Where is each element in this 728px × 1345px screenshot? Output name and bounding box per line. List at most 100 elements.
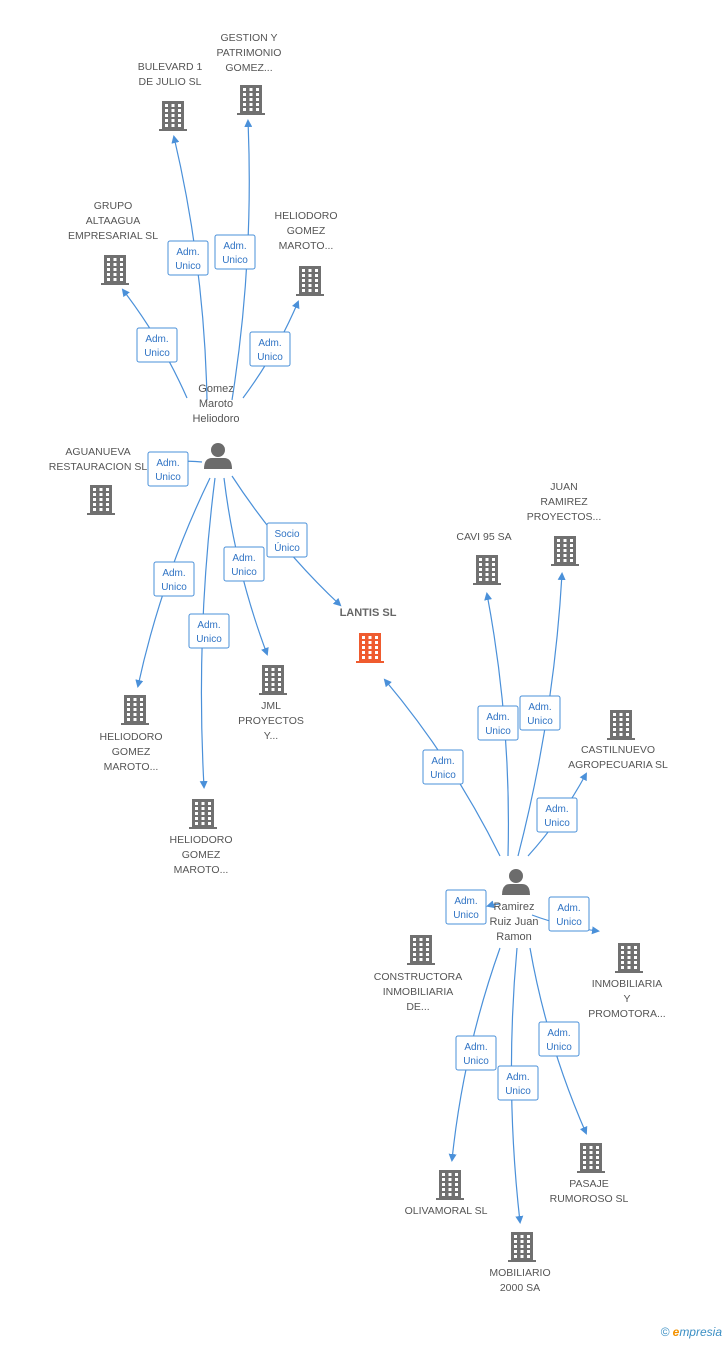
building-base (473, 583, 501, 585)
relation-label-box (422, 749, 464, 785)
building-icon[interactable] (436, 1170, 464, 1200)
building-window (208, 812, 211, 815)
building-icon[interactable] (508, 1232, 536, 1262)
footer-brand[interactable]: ©empresia (661, 1325, 722, 1339)
building-window (479, 558, 482, 561)
building-window (527, 1250, 530, 1253)
relation-label-line: Adm. (454, 896, 477, 907)
relation-label-p2-lantis[interactable]: Adm.Unico (422, 749, 464, 785)
company-node-olivamoral[interactable]: OLIVAMORAL SL (405, 1170, 488, 1217)
building-window (171, 109, 175, 112)
relation-label-p2-pasaje[interactable]: Adm.Unico (538, 1021, 580, 1057)
building-icon[interactable] (101, 255, 129, 285)
relation-label-p1-heliodoro3[interactable]: Adm. Unico (188, 613, 230, 649)
building-window (583, 1151, 586, 1154)
building-icon[interactable] (121, 695, 149, 725)
building-icon[interactable] (259, 665, 287, 695)
building-window (596, 1146, 599, 1149)
building-window (520, 1255, 524, 1258)
building-icon[interactable] (296, 266, 324, 296)
person-icon[interactable] (502, 869, 530, 895)
relation-label-text: Adm.Unico (155, 458, 181, 483)
brand-logo-text: mpresia (679, 1325, 722, 1339)
building-window (315, 284, 318, 287)
building-window (448, 1193, 452, 1196)
company-name-line: GESTION Y (221, 32, 278, 44)
building-icon[interactable] (473, 555, 501, 585)
building-icon[interactable] (87, 485, 115, 515)
relation-label-p2-castilnuevo[interactable]: Adm.Unico (536, 797, 578, 833)
building-window (208, 822, 211, 825)
relation-label-p1-aguanueva[interactable]: Adm.Unico (147, 451, 189, 487)
building-window (243, 103, 246, 106)
relation-label-p2-inmobiliaria[interactable]: Adm.Unico (548, 896, 590, 932)
building-window (265, 678, 268, 681)
relation-label-p1-bulevard[interactable]: Adm.Unico (167, 240, 209, 276)
relation-label-p1-grupo[interactable]: Adm.Unico (136, 327, 178, 363)
building-icon[interactable] (615, 943, 643, 973)
relation-label-p2-olivamoral[interactable]: Adm.Unico (455, 1035, 497, 1071)
relation-label-p2-cavi[interactable]: Adm.Unico (477, 705, 519, 741)
building-icon[interactable] (551, 536, 579, 566)
building-icon[interactable] (189, 799, 217, 829)
building-window (627, 951, 631, 954)
building-icon[interactable] (237, 85, 265, 115)
building-window (243, 88, 246, 91)
company-name-line: PASAJE (569, 1178, 609, 1190)
building-icon[interactable] (577, 1143, 605, 1173)
relation-label-p2-juan[interactable]: Adm.Unico (519, 695, 561, 731)
relation-label-line: Unico (463, 1056, 489, 1067)
building-window (315, 289, 318, 292)
building-icon[interactable] (407, 935, 435, 965)
building-window (271, 673, 275, 676)
relation-label-p1-jml[interactable]: Adm.Unico (223, 546, 265, 582)
building-window (613, 723, 616, 726)
building-window (589, 1166, 593, 1169)
relation-label-p1-gestion[interactable]: Adm.Unico (214, 234, 256, 270)
building-window (271, 678, 275, 681)
relation-label-p1-heliodoro2[interactable]: Adm.Unico (153, 561, 195, 597)
building-window (492, 563, 495, 566)
relation-label-p1-heliodoro1[interactable]: Adm.Unico (249, 331, 291, 367)
company-name-line: PROYECTOS... (527, 511, 602, 523)
building-window (375, 646, 378, 649)
building-window (208, 807, 211, 810)
relation-edge-p2-constructora[interactable] (486, 900, 501, 909)
building-window (375, 636, 378, 639)
relation-label-line: Unico (196, 634, 222, 645)
company-node-lantis[interactable]: LANTIS SL (340, 607, 397, 663)
building-window (165, 109, 168, 112)
company-name-line: HELIODORO (99, 731, 162, 743)
person-icon[interactable] (204, 443, 232, 469)
relation-label-p2-mobiliario[interactable]: Adm.Unico (497, 1065, 539, 1101)
building-icon[interactable] (159, 101, 187, 131)
relation-label-line: Adm. (197, 620, 220, 631)
company-node-cavi[interactable]: CAVI 95 SA (456, 531, 512, 585)
building-window (557, 554, 560, 557)
company-name: CAVI 95 SA (456, 531, 511, 543)
building-window (271, 688, 275, 691)
relation-label-box (536, 797, 578, 833)
relation-label-p2-constructora[interactable]: Adm.Unico (445, 889, 487, 925)
building-icon[interactable] (607, 710, 635, 740)
building-icon[interactable] (356, 633, 384, 663)
